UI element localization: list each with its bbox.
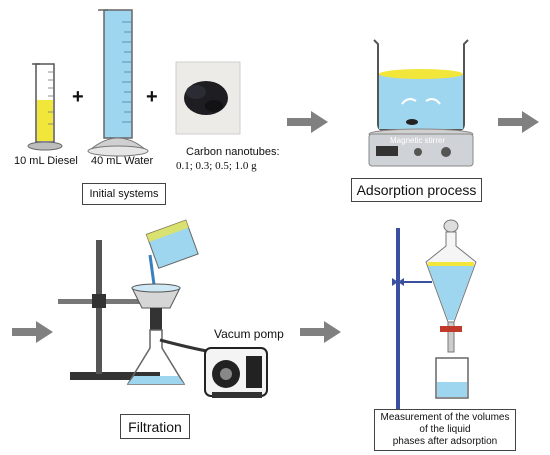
measurement-line-1: Measurement of the volumes	[380, 412, 510, 423]
measurement-line-2: of the liquid	[419, 424, 471, 435]
filtration-box: Filtration	[120, 414, 190, 439]
cnt-title-label: Carbon nanotubes:	[186, 146, 280, 158]
plus-sign-1: +	[72, 86, 84, 108]
diesel-cylinder-icon	[27, 63, 63, 151]
water-cylinder-icon	[87, 9, 149, 157]
initial-systems-box: Initial systems	[82, 183, 166, 205]
water-label: 40 mL Water	[91, 155, 154, 167]
plus-sign-2: +	[146, 86, 158, 108]
measurement-line-3: phases after adsorption	[392, 436, 498, 447]
measurement-note-box: Measurement of the volumes of the liquid…	[374, 409, 516, 451]
magnetic-stirrer-icon	[368, 128, 474, 167]
right-arrow-icon	[12, 111, 539, 343]
vacuum-pump-icon	[204, 347, 268, 398]
cnt-values-label: 0.1; 0.3; 0.5; 1.0 g	[176, 160, 257, 172]
vacuum-pump-label: Vacum pomp	[214, 327, 284, 341]
filtration-setup-icon	[58, 219, 213, 385]
carbon-nanotubes-photo	[175, 61, 241, 135]
adsorption-process-box: Adsorption process	[351, 178, 482, 202]
magnetic-stirrer-label: Magnetic stirrer	[390, 136, 446, 145]
separatory-funnel-icon	[378, 219, 486, 422]
diesel-label: 10 mL Diesel	[14, 155, 78, 167]
beaker-icon	[373, 39, 469, 131]
